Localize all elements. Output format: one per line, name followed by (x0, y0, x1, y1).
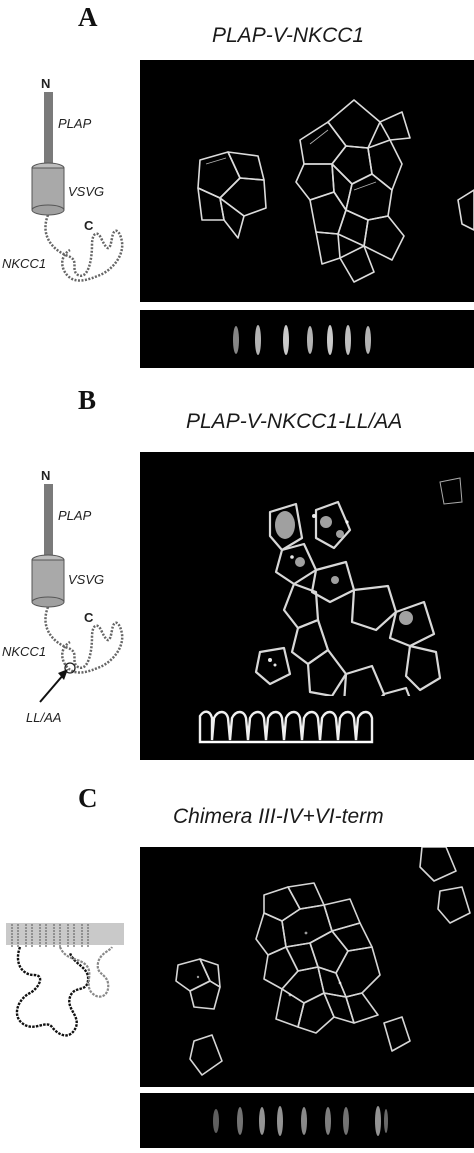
panel-a: A PLAP-V-NKCC1 N PLAP VSVG C NKCC1 (0, 0, 474, 375)
n-terminus-label: N (41, 76, 50, 91)
panel-a-letter: A (78, 2, 98, 32)
panel-c: C Chimera III-IV+VI-term (0, 775, 474, 1153)
panel-c-schematic (6, 923, 124, 1037)
nkcc1-tail (44, 606, 124, 674)
vsvg-cylinder (31, 167, 65, 211)
transmembrane-helices (11, 923, 89, 947)
nkcc1-tail (44, 214, 124, 282)
mutation-site-circle (64, 662, 76, 674)
panel-a-title: PLAP-V-NKCC1 (212, 24, 365, 47)
panel-c-letter: C (78, 783, 98, 813)
plap-stem (44, 484, 53, 562)
vsvg-cylinder (31, 559, 65, 603)
nkcc1-label: NKCC1 (2, 256, 46, 271)
plap-label: PLAP (58, 116, 92, 131)
c-terminus-label: C (84, 218, 94, 233)
cytoplasmic-loops-gray (58, 946, 113, 998)
panel-b: B PLAP-V-NKCC1-LL/AA N PLAP VSVG C NKCC1… (0, 380, 474, 765)
panel-b-schematic: N PLAP VSVG C NKCC1 LL/AA (2, 468, 124, 725)
vsvg-label: VSVG (68, 572, 104, 587)
panel-a-xz-section (140, 310, 474, 368)
mutation-arrow (39, 673, 65, 703)
n-terminus-label: N (41, 468, 50, 483)
panel-c-micrograph (140, 847, 474, 1087)
panel-c-xz-section (140, 1093, 474, 1148)
panel-b-title: PLAP-V-NKCC1-LL/AA (186, 410, 403, 433)
plap-label: PLAP (58, 508, 92, 523)
mutation-label: LL/AA (26, 710, 61, 725)
nkcc1-label: NKCC1 (2, 644, 46, 659)
plap-stem (44, 92, 53, 170)
panel-b-letter: B (78, 385, 97, 415)
panel-a-micrograph (140, 60, 474, 302)
xz-monolayer-profile (198, 710, 374, 744)
cytoplasmic-loops-black (15, 946, 90, 1037)
panel-c-title: Chimera III-IV+VI-term (173, 805, 384, 828)
membrane-band (6, 923, 124, 945)
mutation-arrowhead (58, 669, 68, 680)
panel-b-xz-section (140, 696, 474, 758)
vsvg-label: VSVG (68, 184, 104, 199)
c-terminus-label: C (84, 610, 94, 625)
panel-a-schematic: N PLAP VSVG C NKCC1 (2, 76, 124, 282)
